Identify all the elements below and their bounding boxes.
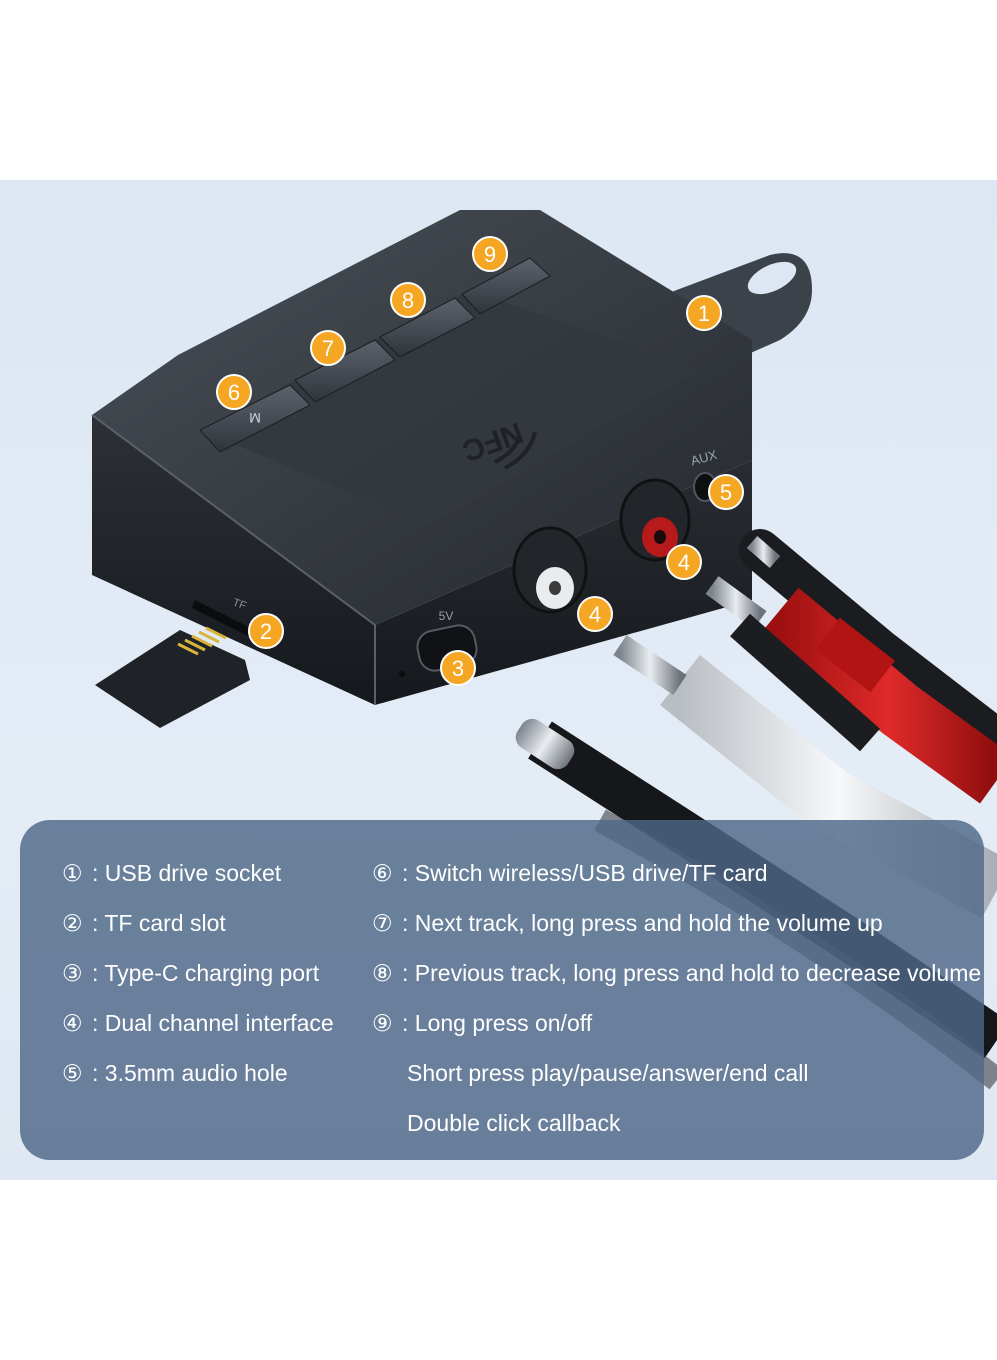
svg-text:3: 3 <box>452 656 464 681</box>
legend-item: ①: USB drive socket <box>62 860 282 886</box>
tf-card <box>95 626 250 728</box>
product-scene: M NFC AUX <box>0 180 997 1180</box>
callout-5: 5 <box>708 474 744 510</box>
callout-1: 1 <box>686 295 722 331</box>
callout-2: 2 <box>248 613 284 649</box>
callout-9: 9 <box>472 236 508 272</box>
svg-text:4: 4 <box>678 550 690 575</box>
button-9[interactable] <box>461 257 551 315</box>
callout-8: 8 <box>390 282 426 318</box>
button-7[interactable] <box>294 339 396 403</box>
svg-text:7: 7 <box>322 336 334 361</box>
legend-item: ③: Type-C charging port <box>62 960 320 986</box>
svg-text:1: 1 <box>698 301 710 326</box>
button-8[interactable] <box>379 297 476 358</box>
callout-4b: 4 <box>666 544 702 580</box>
legend-continuation: Short press play/pause/answer/end call <box>407 1060 809 1086</box>
svg-text:5V: 5V <box>439 609 454 623</box>
legend-left-column: ①: USB drive socket ②: TF card slot ③: T… <box>62 848 334 1098</box>
legend-item: ⑦: Next track, long press and hold the v… <box>372 910 883 936</box>
callout-6: 6 <box>216 374 252 410</box>
legend-panel: ①: USB drive socket ②: TF card slot ③: T… <box>20 820 984 1160</box>
svg-text:TF: TF <box>231 597 248 613</box>
button-6[interactable]: M <box>199 384 311 453</box>
svg-text:5: 5 <box>720 480 732 505</box>
legend-item: ⑤: 3.5mm audio hole <box>62 1060 288 1086</box>
legend-item: ⑥: Switch wireless/USB drive/TF card <box>372 860 768 886</box>
legend-right-column: ⑥: Switch wireless/USB drive/TF card ⑦: … <box>372 848 981 1148</box>
callout-7: 7 <box>310 330 346 366</box>
callout-3: 3 <box>440 650 476 686</box>
callout-4a: 4 <box>577 596 613 632</box>
legend-continuation: Double click callback <box>407 1110 621 1136</box>
svg-text:9: 9 <box>484 242 496 267</box>
legend-item: ②: TF card slot <box>62 910 226 936</box>
svg-text:2: 2 <box>260 619 272 644</box>
svg-text:8: 8 <box>402 288 414 313</box>
legend-item: ⑧: Previous track, long press and hold t… <box>372 960 982 986</box>
svg-text:AUX: AUX <box>689 447 719 468</box>
rca-socket-red <box>619 478 691 562</box>
legend-item: ④: Dual channel interface <box>62 1010 334 1036</box>
svg-text:4: 4 <box>589 602 601 627</box>
svg-text:M: M <box>249 410 261 426</box>
legend-item: ⑨: Long press on/off <box>372 1010 593 1036</box>
rca-socket-white <box>512 526 588 614</box>
svg-text:6: 6 <box>228 380 240 405</box>
